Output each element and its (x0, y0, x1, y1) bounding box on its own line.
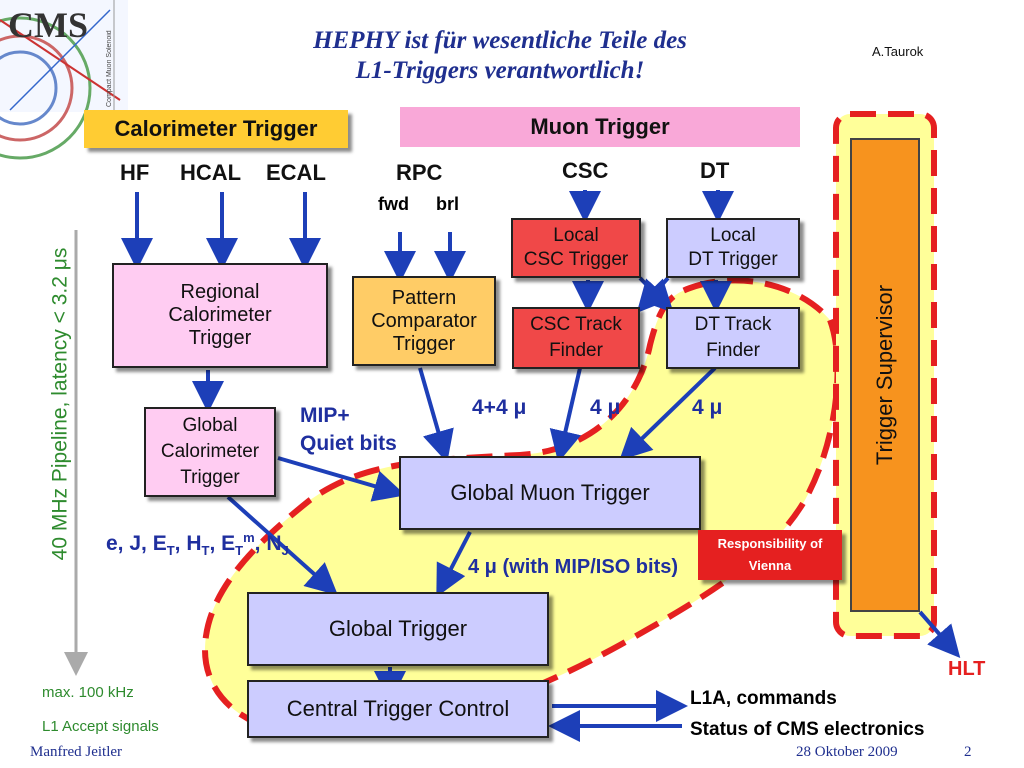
label-4-mu-dt: 4 μ (692, 396, 723, 419)
central-trigger-control-box: Central Trigger Control (247, 680, 549, 738)
arrow-gct-gt (226, 495, 338, 596)
label-calo-objects: e, J, ET, HT, ETm, NJ (106, 530, 289, 559)
label-4plus4-mu: 4+4 μ (472, 396, 527, 419)
cms-logo-subtext: Compact Muon Solenoid (106, 30, 113, 107)
arrow-csc-gmt (549, 367, 582, 463)
regional-calorimeter-trigger-box: Regional Calorimeter Trigger (112, 263, 328, 368)
csc-track-line-1: CSC Track (530, 314, 622, 335)
label-mip-quiet: MIP+ Quiet bits (300, 402, 397, 458)
global-muon-trigger-box: Global Muon Trigger (399, 456, 701, 530)
label-mu-iso: 4 μ (with MIP/ISO bits) (468, 556, 679, 578)
detector-rpc: RPC (396, 160, 443, 185)
regional-calo-line-2: Calorimeter (168, 304, 272, 326)
pattern-comp-line-2: Comparator (371, 309, 477, 332)
detector-ecal: ECAL (266, 160, 326, 185)
footer-date: 28 Oktober 2009 (796, 744, 898, 760)
arrow-dt-gmt (619, 366, 717, 461)
author: A.Taurok (872, 44, 924, 59)
global-trigger-box: Global Trigger (247, 592, 549, 666)
responsibility-badge: Responsibility of Vienna (698, 530, 842, 580)
muon-trigger-header: Muon Trigger (400, 107, 800, 147)
cms-logo-text: CMS (8, 5, 88, 45)
label-status-electronics: Status of CMS electronics (690, 719, 925, 740)
local-dt-trigger-box: Local DT Trigger (666, 218, 800, 278)
calorimeter-trigger-header: Calorimeter Trigger (84, 110, 348, 148)
mip-line-1: MIP+ (300, 404, 350, 427)
rpc-fwd-label: fwd (378, 194, 409, 214)
arrow-cross-2 (636, 276, 670, 313)
local-csc-line-1: Local (553, 225, 599, 246)
global-calo-line-3: Trigger (180, 467, 240, 488)
global-calo-line-1: Global (182, 415, 238, 436)
cms-logo (0, 0, 128, 160)
slide-title: HEPHY ist für wesentliche Teile des L1-T… (150, 26, 850, 86)
pattern-comp-line-3: Trigger (392, 332, 456, 355)
pattern-comp-line-1: Pattern (391, 286, 457, 309)
regional-calo-line-3: Trigger (188, 327, 252, 349)
regional-calo-line-1: Regional (180, 281, 260, 303)
detector-dt: DT (700, 158, 730, 183)
arrow-pattern-gmt (418, 367, 454, 463)
arrow-gct-gmt (277, 456, 406, 502)
label-l1-accept: L1 Accept signals (42, 718, 159, 735)
label-max-rate: max. 100 kHz (42, 684, 134, 701)
mip-line-2: Quiet bits (300, 432, 397, 455)
arrow-gmt-gt (436, 531, 472, 598)
label-hlt: HLT (948, 658, 986, 680)
dt-track-finder-box: DT Track Finder (666, 307, 800, 369)
dt-track-line-1: DT Track (694, 314, 772, 335)
footer-author: Manfred Jeitler (30, 744, 123, 760)
pipeline-label: 40 MHz Pipeline, latency < 3.2 μs (48, 247, 71, 561)
detector-hcal: HCAL (180, 160, 242, 185)
label-l1a-commands: L1A, commands (690, 688, 837, 709)
responsibility-line-1: Responsibility of (717, 536, 823, 551)
local-dt-line-1: Local (710, 225, 756, 246)
calo-objects-text: e, J, E (106, 532, 167, 555)
arrow-hlt (918, 610, 961, 659)
title-line-1: HEPHY ist für wesentliche Teile des (313, 27, 687, 54)
local-csc-trigger-box: Local CSC Trigger (511, 218, 641, 278)
pattern-comparator-trigger-box: Pattern Comparator Trigger (352, 276, 496, 366)
responsibility-line-2: Vienna (748, 558, 792, 573)
trigger-supervisor-label: Trigger Supervisor (872, 284, 898, 466)
local-csc-line-2: CSC Trigger (523, 249, 629, 270)
pipeline-label-container: 40 MHz Pipeline, latency < 3.2 μs (42, 208, 78, 600)
title-line-2: L1-Triggers verantwortlich! (355, 57, 645, 84)
csc-track-line-2: Finder (549, 340, 603, 361)
label-4-mu-csc: 4 μ (590, 396, 621, 419)
csc-track-finder-box: CSC Track Finder (512, 307, 640, 369)
global-calorimeter-trigger-box: Global Calorimeter Trigger (144, 407, 276, 497)
footer-page-number: 2 (964, 744, 972, 760)
detector-csc: CSC (562, 158, 609, 183)
rpc-brl-label: brl (436, 194, 460, 214)
local-dt-line-2: DT Trigger (688, 249, 778, 270)
detector-hf: HF (120, 160, 150, 185)
dt-track-line-2: Finder (706, 340, 760, 361)
trigger-supervisor-box: Trigger Supervisor (850, 138, 920, 612)
global-calo-line-2: Calorimeter (160, 441, 260, 462)
